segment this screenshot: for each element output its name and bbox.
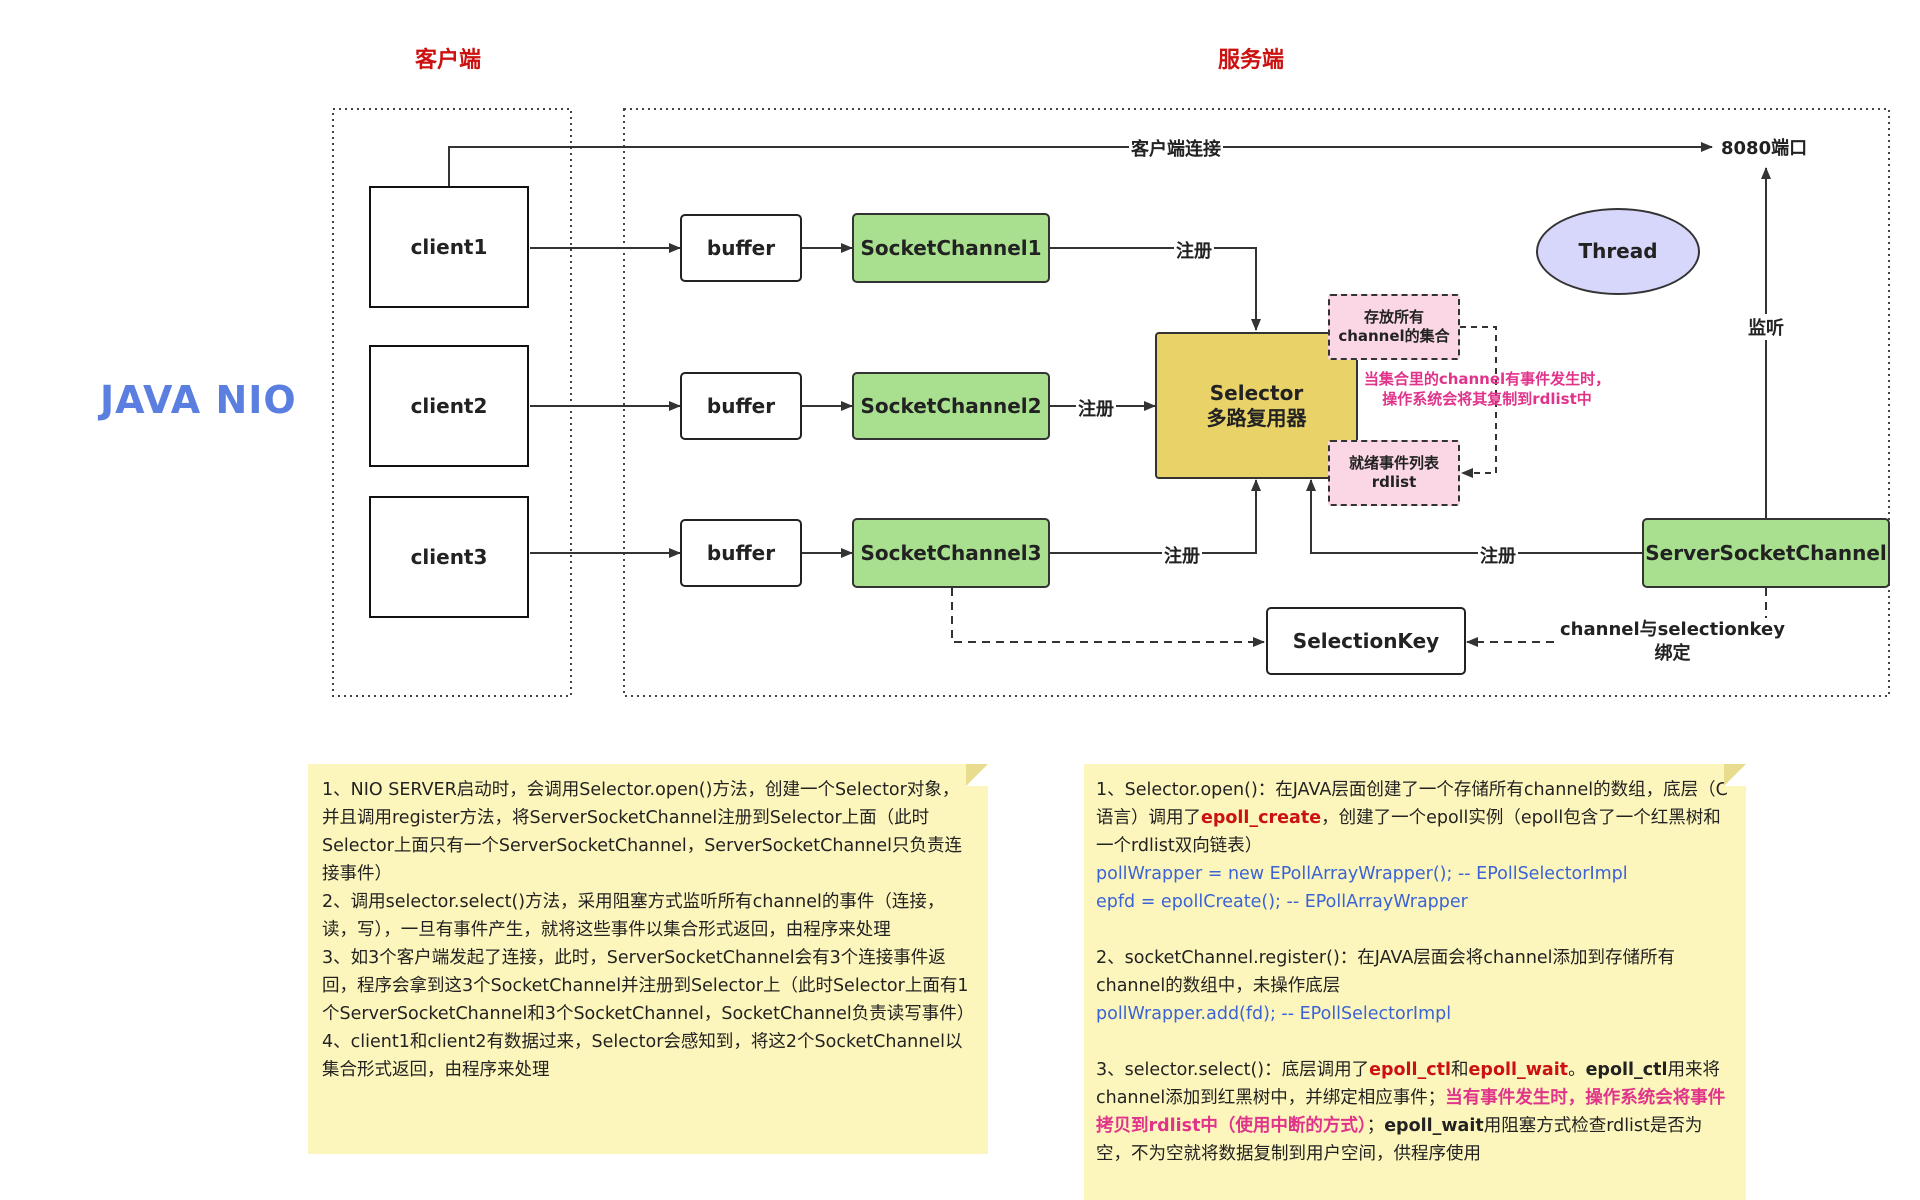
left-note-p2: 2、调用selector.select()方法，采用阻塞方式监听所有channe… — [322, 892, 945, 940]
rdlist-label: 就绪事件列表 — [1348, 454, 1439, 473]
client2-box: client2 — [369, 345, 529, 467]
client-connect-label: 客户端连接 — [1129, 135, 1223, 161]
right-note-s3: 3、selector.select()：底层调用了epoll_ctl和epoll… — [1096, 1056, 1734, 1168]
spacer — [1096, 916, 1734, 944]
right-note-s3-text-b: 用来将channel添加到红黑树中，并绑定相应事件； — [1096, 1060, 1720, 1108]
left-note-p4: 4、client1和client2有数据过来，Selector会感知到，将这2个… — [322, 1032, 963, 1080]
bind-label: channel与selectionkey 绑定 — [1558, 618, 1787, 666]
event-note: 当集合里的channel有事件发生时， 操作系统会将其复制到rdlist中 — [1362, 370, 1612, 409]
spacer — [1096, 1028, 1734, 1056]
epoll-wait-term-2: epoll_wait — [1384, 1116, 1484, 1136]
right-note-s1-text-b: ，创建了一个epoll实例（epoll包含了一个红黑树和一个rdlist双向链表… — [1096, 808, 1721, 856]
socketchannel3-box: SocketChannel3 — [852, 518, 1050, 588]
register-label-3: 注册 — [1162, 542, 1202, 568]
java-nio-title: JAVA NIO — [100, 378, 297, 422]
code-line-3: pollWrapper.add(fd); -- EPollSelectorImp… — [1096, 1004, 1452, 1024]
event-note-line1: 当集合里的channel有事件发生时， — [1363, 370, 1611, 388]
right-note-s3-text-a: 3、selector.select()：底层调用了 — [1096, 1060, 1370, 1080]
right-note-s1-text-a: 1、Selector.open()：在JAVA层面创建了一个存储所有channe… — [1096, 780, 1728, 828]
right-note-s1: 1、Selector.open()：在JAVA层面创建了一个存储所有channe… — [1096, 776, 1734, 860]
socketchannel2-box: SocketChannel2 — [852, 372, 1050, 440]
selector-label: Selector — [1209, 380, 1304, 405]
client3-box: client3 — [369, 496, 529, 618]
register-label-2: 注册 — [1076, 395, 1116, 421]
buffer3-box: buffer — [680, 519, 802, 587]
left-note-p1: 1、NIO SERVER启动时，会调用Selector.open()方法，创建一… — [322, 780, 963, 884]
epoll-ctl-term-2: epoll_ctl — [1585, 1060, 1668, 1080]
server-socket-channel-box: ServerSocketChannel — [1642, 518, 1890, 588]
client-side-title: 客户端 — [415, 48, 482, 73]
right-note: 1、Selector.open()：在JAVA层面创建了一个存储所有channe… — [1084, 764, 1746, 1200]
buffer2-box: buffer — [680, 372, 802, 440]
code-line-2: epfd = epollCreate(); -- EPollArrayWrapp… — [1096, 892, 1468, 912]
code-line-1: pollWrapper = new EPollArrayWrapper(); -… — [1096, 864, 1628, 884]
rdlist-box: 就绪事件列表 rdlist — [1328, 440, 1460, 506]
rdlist-sublabel: rdlist — [1371, 473, 1417, 491]
channel-set-box: 存放所有channel的集合 — [1328, 294, 1460, 360]
right-note-s3-semicolon: ； — [1366, 1116, 1385, 1136]
port-label: 8080端口 — [1719, 134, 1810, 160]
right-note-s3-text-d: 用阻塞方式检查rdlist是否为空，不为空就将数据复制到用户空间，供程序使用 — [1096, 1116, 1703, 1164]
note-fold-corner — [966, 764, 988, 786]
selector-box: Selector 多路复用器 — [1155, 332, 1358, 479]
bind-label-line1: channel与selectionkey — [1560, 619, 1785, 640]
epoll-ctl-term: epoll_ctl — [1369, 1060, 1452, 1080]
left-note: 1、NIO SERVER启动时，会调用Selector.open()方法，创建一… — [308, 764, 988, 1154]
right-note-s3-dot: 。 — [1568, 1060, 1586, 1080]
selection-key-box: SelectionKey — [1266, 607, 1466, 675]
server-side-title: 服务端 — [1218, 48, 1285, 73]
epoll-wait-term: epoll_wait — [1468, 1060, 1569, 1080]
listen-label: 监听 — [1746, 314, 1786, 340]
register-label-4: 注册 — [1478, 542, 1518, 568]
thread-ellipse: Thread — [1536, 208, 1700, 295]
event-note-line2: 操作系统会将其复制到rdlist中 — [1382, 389, 1592, 408]
right-note-s2: 2、socketChannel.register()：在JAVA层面会将chan… — [1096, 948, 1676, 996]
epoll-create-term: epoll_create — [1201, 808, 1322, 828]
socketchannel1-box: SocketChannel1 — [852, 213, 1050, 283]
server-frame — [623, 108, 1890, 697]
note-fold-corner — [1724, 764, 1746, 786]
register-label-1: 注册 — [1174, 237, 1214, 263]
right-note-s3-highlight: 当有事件发生时，操作系统会将事件拷贝到rdlist中（使用中断的方式） — [1096, 1088, 1726, 1136]
bind-label-line2: 绑定 — [1654, 643, 1691, 664]
client1-box: client1 — [369, 186, 529, 308]
client-frame — [332, 108, 572, 697]
left-note-p3: 3、如3个客户端发起了连接，此时，ServerSocketChannel会有3个… — [322, 948, 975, 1024]
right-note-s3-and: 和 — [1451, 1060, 1469, 1080]
buffer1-box: buffer — [680, 214, 802, 282]
selector-sublabel: 多路复用器 — [1206, 405, 1307, 430]
